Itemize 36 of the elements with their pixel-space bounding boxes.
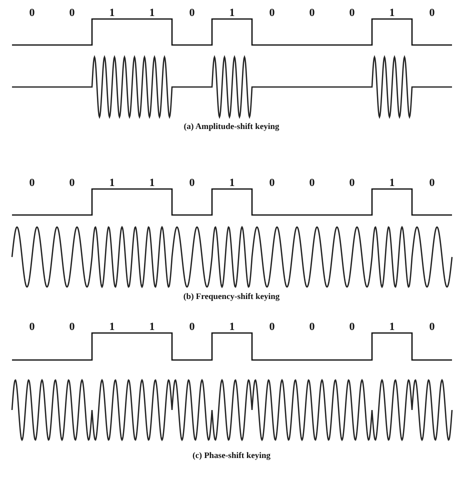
bit-label: 1 [148,321,156,333]
bit-label: 1 [388,177,396,189]
bit-label: 0 [188,7,196,19]
bit-label: 1 [388,7,396,19]
bit-label: 0 [348,321,356,333]
bit-label: 0 [68,321,76,333]
bit-label: 1 [228,7,236,19]
caption: (b) Frequency-shift keying [182,291,281,301]
bit-label: 1 [148,177,156,189]
bit-label: 1 [108,321,116,333]
bit-label: 1 [228,177,236,189]
caption: (a) Amplitude-shift keying [182,121,280,131]
bit-label: 0 [308,321,316,333]
bit-label: 0 [428,321,436,333]
bit-label: 1 [108,7,116,19]
bit-label: 1 [108,177,116,189]
bit-label: 0 [268,7,276,19]
bit-label: 0 [348,177,356,189]
bit-label: 0 [68,7,76,19]
bit-label: 0 [28,7,36,19]
bit-label: 1 [388,321,396,333]
bit-label: 0 [28,177,36,189]
bit-label: 0 [268,177,276,189]
bit-label: 0 [68,177,76,189]
bit-label: 1 [148,7,156,19]
bit-label: 0 [308,7,316,19]
bit-label: 0 [428,7,436,19]
bit-label: 0 [188,321,196,333]
bit-label: 0 [428,177,436,189]
bit-label: 0 [308,177,316,189]
bit-label: 0 [188,177,196,189]
bit-label: 0 [28,321,36,333]
bit-label: 0 [348,7,356,19]
bit-label: 1 [228,321,236,333]
caption: (c) Phase-shift keying [192,450,272,460]
bit-label: 0 [268,321,276,333]
